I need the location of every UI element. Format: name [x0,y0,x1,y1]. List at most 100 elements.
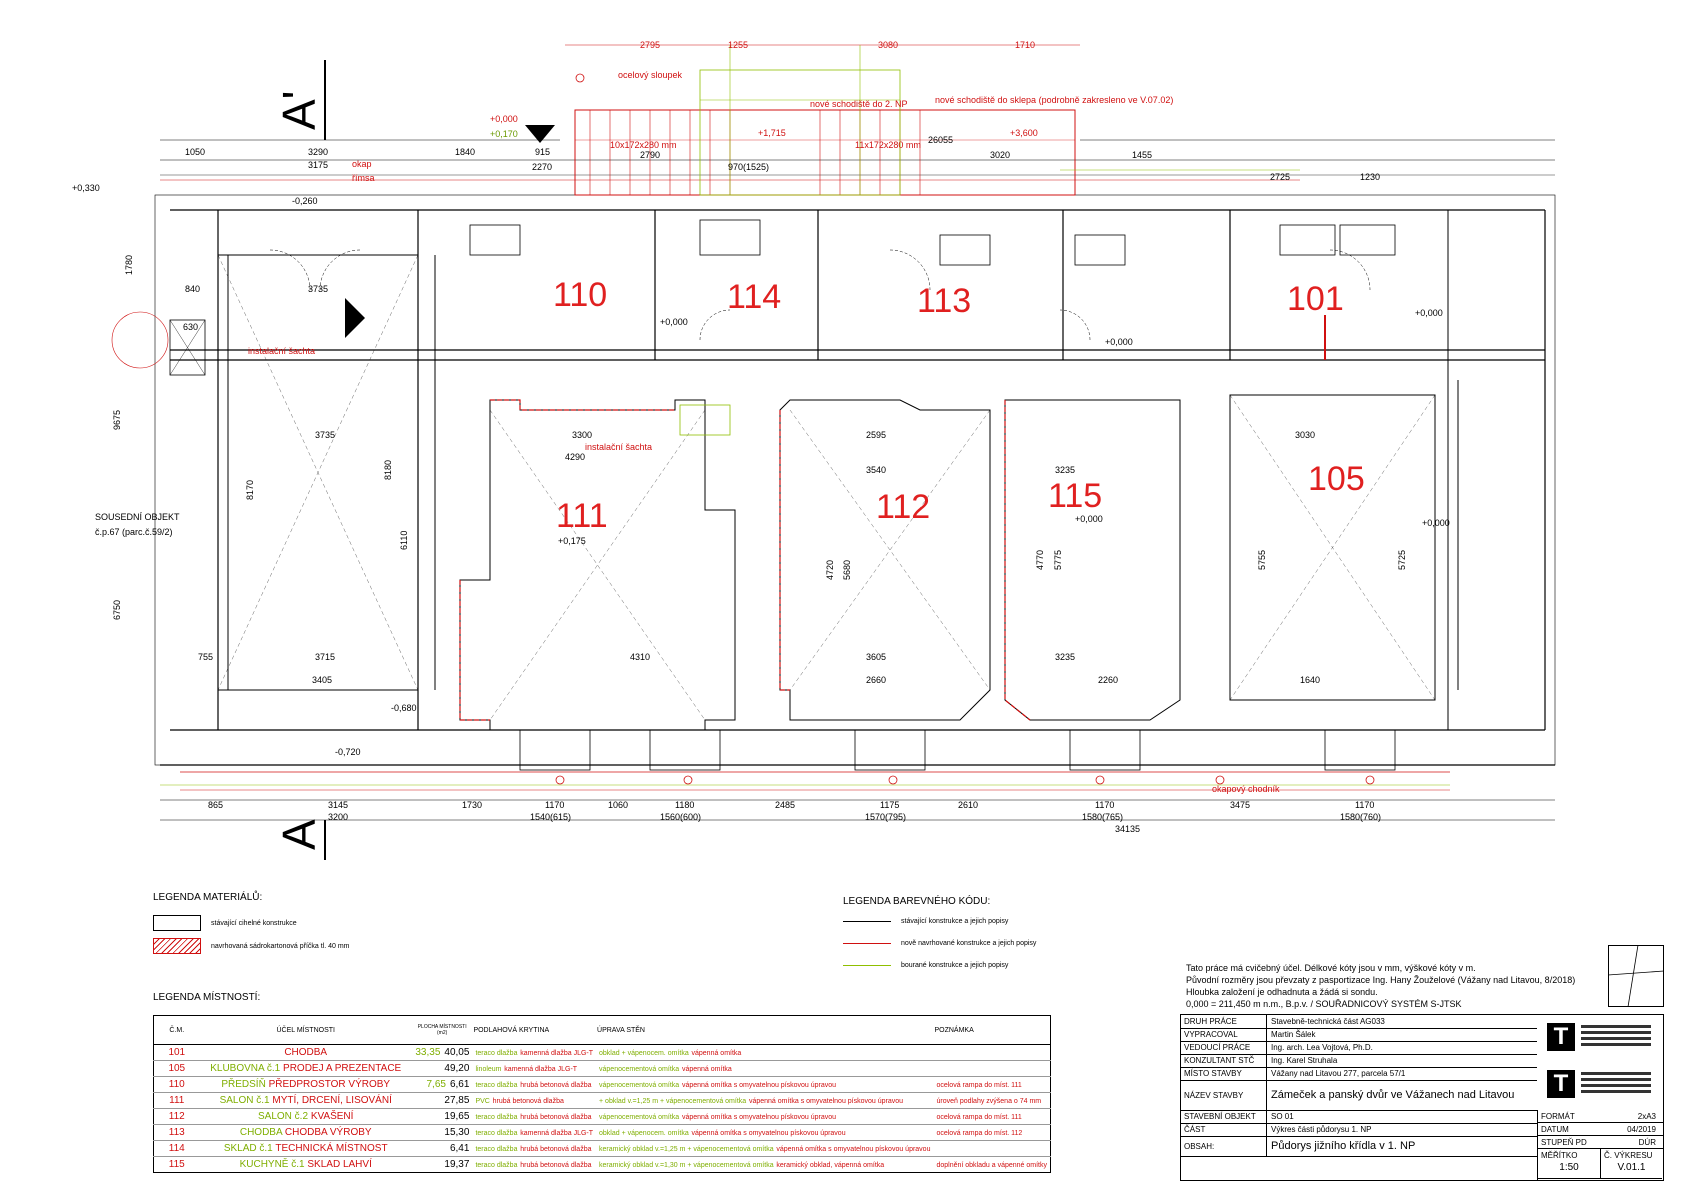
demolished-line-sample [843,965,891,966]
level-mark: +0,000 [660,317,688,327]
legend-colors-title: LEGENDA BAREVNÉHO KÓDU: [843,896,991,907]
neighbor-label-1: SOUSEDNÍ OBJEKT [95,512,180,522]
dimension: 3735 [315,430,335,440]
drawing-notes: Tato práce má cvičebný účel. Délkové kót… [1186,962,1575,1010]
room-floor: teraco dlažba hrubá betonová dlažba [472,1076,597,1093]
title-block-value: Ing. Karel Struhala [1271,1056,1338,1065]
title-block-label: MÍSTO STAVBY [1181,1067,1267,1080]
room-note: ocelová rampa do míst. 112 [933,1124,1051,1141]
dimension: 26055 [928,135,953,145]
title-block-row: VYPRACOVAL Martin Šálek [1181,1028,1537,1042]
title-block-label: VYPRACOVAL [1181,1028,1267,1041]
dimension: 3235 [1055,652,1075,662]
dimension: 4720 [825,560,835,580]
room-area: 49,20 [411,1060,473,1077]
level-mark: +3,600 [1010,128,1038,138]
title-block-value: Výkres části půdorysu 1. NP [1271,1125,1372,1134]
dimension: 1840 [455,147,475,157]
annotation-walkway: okapový chodník [1212,784,1280,794]
legend-color-item: nově navrhované konstrukce a jejich popi… [843,940,1036,947]
room-area: 15,30 [411,1124,473,1141]
title-block-value: Půdorys jižního křídla v 1. NP [1271,1140,1416,1152]
dimension: 34135 [1115,824,1140,834]
note-line: Tato práce má cvičebný účel. Délkové kót… [1186,963,1476,973]
dimension: 1580(765) [1082,812,1123,822]
room-note: ocelová rampa do míst. 111 [933,1076,1051,1093]
legend-rooms-title: LEGENDA MÍSTNOSTÍ: [153,992,261,1003]
level-mark: -0,260 [292,196,318,206]
dimension: 1710 [1015,40,1035,50]
room-area: 27,85 [411,1092,473,1109]
dimension: 2260 [1098,675,1118,685]
level-mark: +0,000 [1075,514,1103,524]
room-number-115: 115 [1048,477,1102,515]
annotation-shaft-1: instalační šachta [248,346,315,356]
room-walls: vápenocementová omítka vápenná omítka s … [596,1108,934,1125]
room-area: 6,41 [411,1140,473,1157]
dimension: 2790 [640,150,660,160]
title-block-label: STAVEBNÍ OBJEKT [1181,1110,1267,1123]
title-block-row: DRUH PRÁCE Stavebně-technická část AG033 [1181,1015,1537,1029]
dimension: 4770 [1035,550,1045,570]
title-block-value: Martin Šálek [1271,1030,1316,1039]
dimension: 3235 [1055,465,1075,475]
room-walls: + obklad v.=1,25 m + vápenocementová omí… [596,1092,934,1109]
floor-plan: A' A 110 114 113 101 111 112 115 105 SOU… [72,40,1556,860]
room-use: CHODBA [199,1044,412,1061]
header-note: POZNÁMKA [933,1015,1051,1045]
annotation-column: ocelový sloupek [618,70,683,80]
title-block-value: SO 01 [1271,1112,1294,1121]
dimension: 2660 [866,675,886,685]
section-label-bottom: A [273,819,325,850]
dimension: 3300 [572,430,592,440]
room-use: CHODBA CHODBA VÝROBY [199,1124,412,1141]
room-use: SKLAD č.1 TECHNICKÁ MÍSTNOST [199,1140,412,1157]
title-block-label: NÁZEV STAVBY [1181,1080,1267,1110]
header-area: PLOCHA MÍSTNOSTI (m2) [411,1015,473,1045]
dimension: 1730 [462,800,482,810]
room-walls: obklad + vápenocem. omítka vápenná omítk… [596,1044,934,1061]
dimension: 1170 [545,800,564,810]
room-number-105: 105 [1308,460,1365,498]
header-num: Č.M. [153,1015,200,1045]
room-area: 19,37 [411,1156,473,1173]
dimension: 3540 [866,465,886,475]
dimension: 2725 [1270,172,1290,182]
note-line: Hloubka založení je odhadnuta a žádá si … [1186,987,1378,997]
brick-wall-swatch [153,915,201,931]
title-block-value: Stavebně-technická část AG033 [1271,1017,1385,1026]
room-num: 114 [153,1140,200,1157]
level-mark: +0,000 [1422,518,1450,528]
legend-material-item: navrhovaná sádrokartonová příčka tl. 40 … [153,938,350,954]
title-block-label: DRUH PRÁCE [1181,1015,1267,1028]
room-use: PŘEDSÍŇ PŘEDPROSTOR VÝROBY [199,1076,412,1093]
room-note: ocelová rampa do míst. 111 [933,1108,1051,1125]
level-mark: +0,170 [490,129,518,139]
dimension: 1175 [880,800,899,810]
logo-top: T [1547,1023,1575,1051]
dimension: 8180 [383,460,393,480]
annotation-stair-spec-2: 11x172x280 mm [855,140,921,150]
room-number-110: 110 [553,276,607,314]
room-floor: teraco dlažba hrubá betonová dlažba [472,1156,597,1173]
dimension: 2485 [775,800,795,810]
annotation-cornice: římsa [352,173,375,183]
logo-bars [1581,1072,1651,1096]
level-mark: +0,000 [1415,308,1443,318]
dimension: 3475 [1230,800,1250,810]
section-arrow-left [345,298,365,338]
annotation-stair-spec-1: 10x172x280 mm [610,140,677,150]
dimension: 6110 [399,531,409,550]
dimension: 840 [185,284,200,294]
section-arrow-top [525,125,555,143]
room-number-101: 101 [1287,280,1344,318]
